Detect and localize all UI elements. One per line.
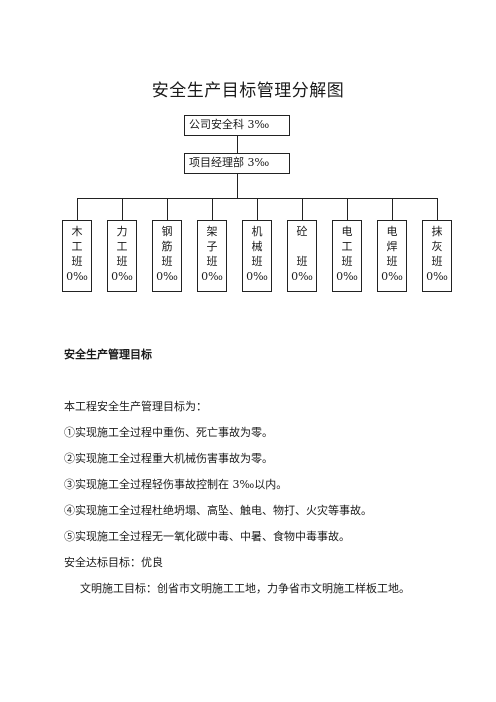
connector-line — [237, 174, 238, 198]
paragraph: 安全达标目标：优良 — [64, 556, 163, 569]
connector-line — [392, 198, 393, 220]
team-name2: 工 — [116, 240, 128, 253]
org-node-team: 力工班 0‰ — [107, 220, 137, 292]
team-suffix: 班 — [116, 255, 128, 268]
org-node-team: 机械班 0‰ — [242, 220, 272, 292]
org-node-team: 电焊班 0‰ — [377, 220, 407, 292]
org-node-team: 砼班 0‰ — [287, 220, 317, 292]
connector-line — [437, 198, 438, 220]
team-name1: 木 — [71, 225, 83, 238]
team-rate: 0‰ — [111, 270, 133, 283]
team-rate: 0‰ — [201, 270, 223, 283]
team-suffix: 班 — [251, 255, 263, 268]
connector-line — [122, 198, 123, 220]
team-name2: 工 — [71, 240, 83, 253]
team-suffix: 班 — [206, 255, 218, 268]
team-rate: 0‰ — [336, 270, 358, 283]
team-name2: 筋 — [161, 240, 173, 253]
team-name2: 械 — [251, 240, 263, 253]
paragraph: ①实现施工全过程中重伤、死亡事故为零。 — [64, 426, 273, 439]
team-rate: 0‰ — [426, 270, 448, 283]
team-suffix: 班 — [71, 255, 83, 268]
team-rate: 0‰ — [381, 270, 403, 283]
section-heading: 安全生产管理目标 — [64, 348, 152, 361]
org-node-team: 钢筋班 0‰ — [152, 220, 182, 292]
team-name1: 电 — [341, 225, 353, 238]
paragraph: ④实现施工全过程杜绝坍塌、高坠、触电、物打、火灾等事故。 — [64, 504, 372, 517]
connector-line — [302, 198, 303, 220]
team-suffix: 班 — [431, 255, 443, 268]
paragraph: ③实现施工全过程轻伤事故控制在 3‰以内。 — [64, 478, 288, 491]
team-name1: 电 — [386, 225, 398, 238]
connector-line — [167, 198, 168, 220]
connector-line — [237, 136, 238, 153]
team-name1: 钢 — [161, 225, 173, 238]
org-node-project-dept: 项目经理部 3‰ — [184, 153, 290, 174]
team-name2: 子 — [206, 240, 218, 253]
team-name2: 焊 — [386, 240, 398, 253]
team-suffix: 班 — [296, 255, 308, 268]
paragraph: 本工程安全生产管理目标为： — [64, 400, 207, 413]
paragraph: ⑤实现施工全过程无一氧化碳中毒、中暑、食物中毒事故。 — [64, 530, 350, 543]
page-title: 安全生产目标管理分解图 — [151, 81, 345, 101]
org-node-team: 木工班 0‰ — [62, 220, 92, 292]
org-node-team: 电工班 0‰ — [332, 220, 362, 292]
team-name2: 灰 — [431, 240, 443, 253]
team-name2 — [288, 239, 316, 254]
connector-line — [347, 198, 348, 220]
connector-line — [257, 198, 258, 220]
team-name1: 抹 — [431, 225, 443, 238]
connector-line — [77, 198, 78, 220]
team-suffix: 班 — [161, 255, 173, 268]
team-rate: 0‰ — [291, 270, 313, 283]
connector-line — [212, 198, 213, 220]
team-rate: 0‰ — [246, 270, 268, 283]
team-rate: 0‰ — [156, 270, 178, 283]
team-name1: 砼 — [296, 225, 308, 238]
org-node-safety-dept: 公司安全科 3‰ — [184, 115, 290, 136]
org-node-team: 抹灰班 0‰ — [422, 220, 452, 292]
org-node-team: 架子班 0‰ — [197, 220, 227, 292]
paragraph: ②实现施工全过程重大机械伤害事故为零。 — [64, 452, 273, 465]
team-name2: 工 — [341, 240, 353, 253]
team-name1: 架 — [206, 225, 218, 238]
team-name1: 机 — [251, 225, 263, 238]
team-rate: 0‰ — [66, 270, 88, 283]
team-suffix: 班 — [386, 255, 398, 268]
team-name1: 力 — [116, 225, 128, 238]
team-suffix: 班 — [341, 255, 353, 268]
paragraph: 文明施工目标：创省市文明施工工地，力争省市文明施工样板工地。 — [80, 582, 410, 595]
